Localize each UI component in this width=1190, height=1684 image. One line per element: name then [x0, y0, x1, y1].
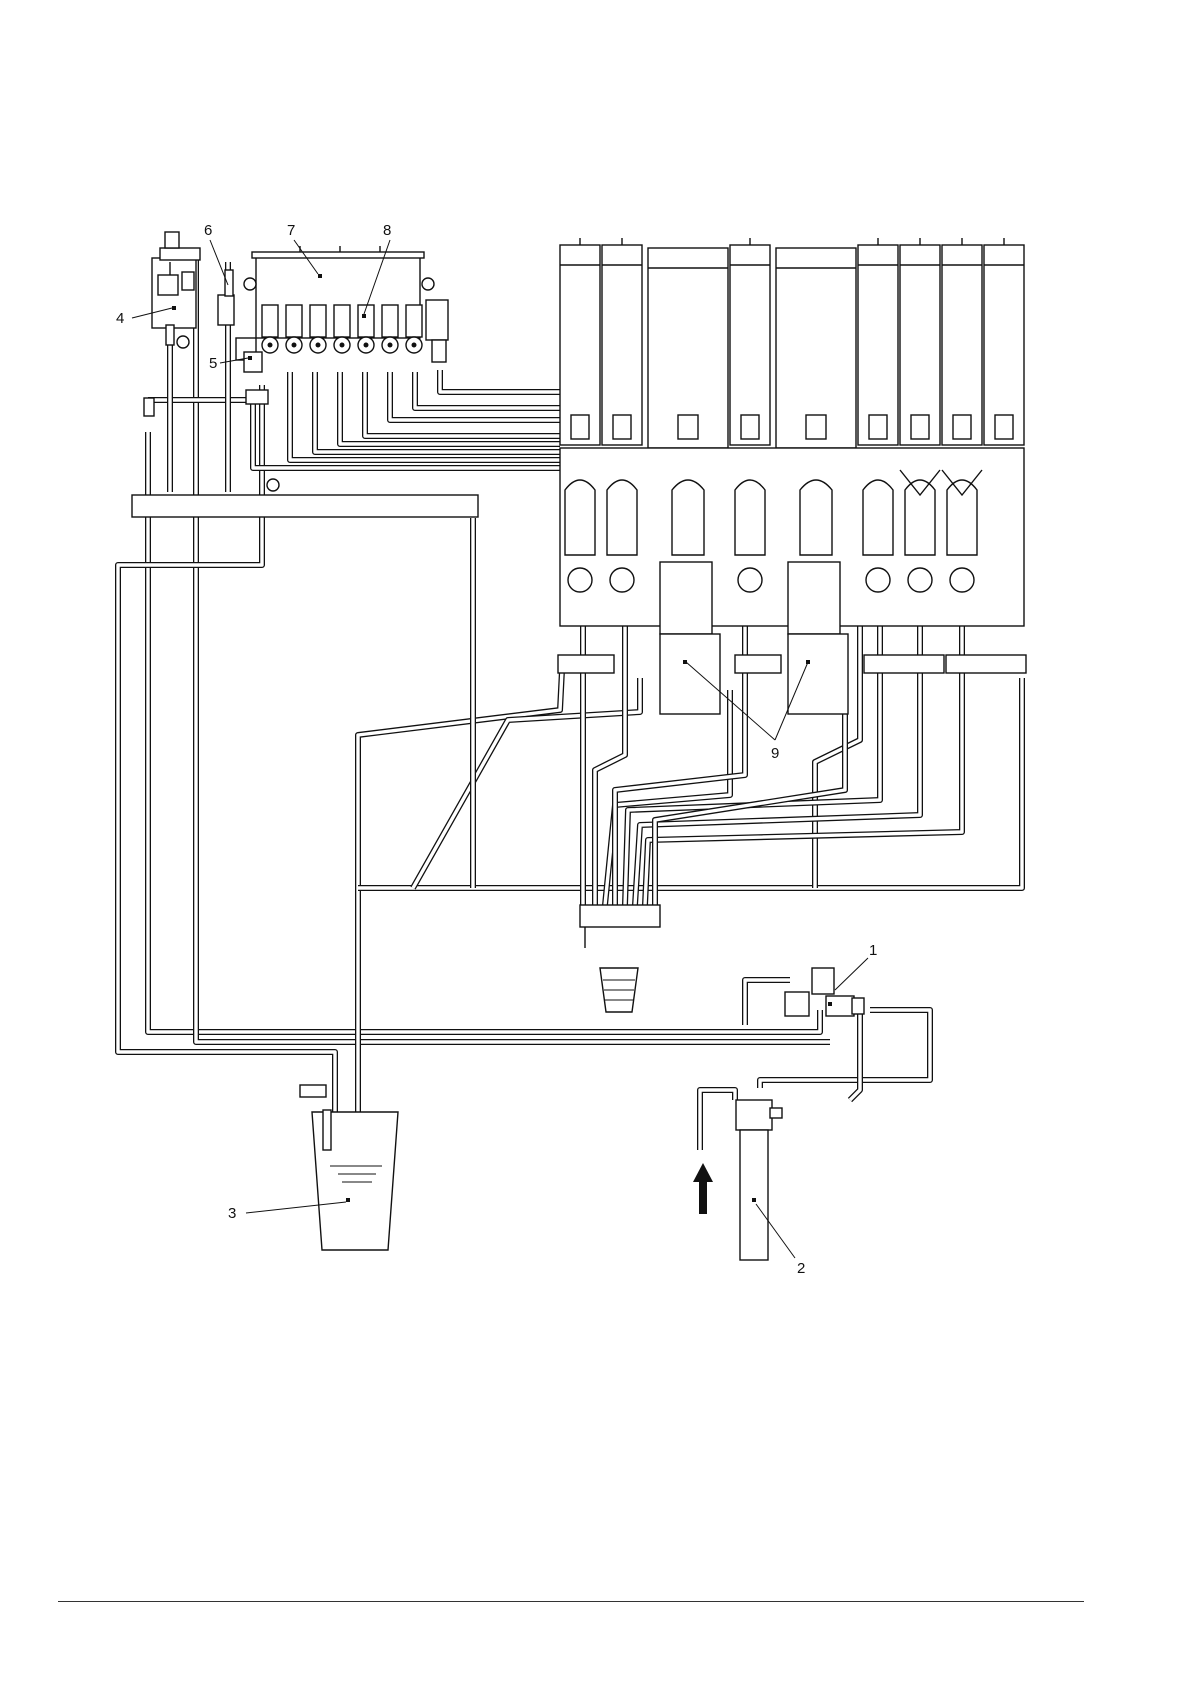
manifold-valves — [262, 305, 422, 353]
callout-1: 1 — [869, 942, 877, 959]
callout-4: 4 — [116, 310, 124, 327]
hot-water-manifold — [244, 246, 448, 362]
up-arrow-icon — [693, 1163, 713, 1214]
cup — [600, 968, 638, 1012]
inlet-valve — [785, 968, 864, 1016]
callout-6: 6 — [204, 222, 212, 239]
callout-7: 7 — [287, 222, 295, 239]
callout-9: 9 — [771, 745, 779, 762]
callout-2: 2 — [797, 1260, 805, 1277]
callout-8: 8 — [383, 222, 391, 239]
waste-container — [300, 1085, 398, 1250]
footer-rule — [58, 1601, 1084, 1602]
callout-3: 3 — [228, 1205, 236, 1222]
water-filter — [736, 1100, 782, 1260]
callout-5: 5 — [209, 355, 217, 372]
dispensing-nozzle — [580, 905, 660, 948]
support-shelf — [132, 495, 478, 517]
